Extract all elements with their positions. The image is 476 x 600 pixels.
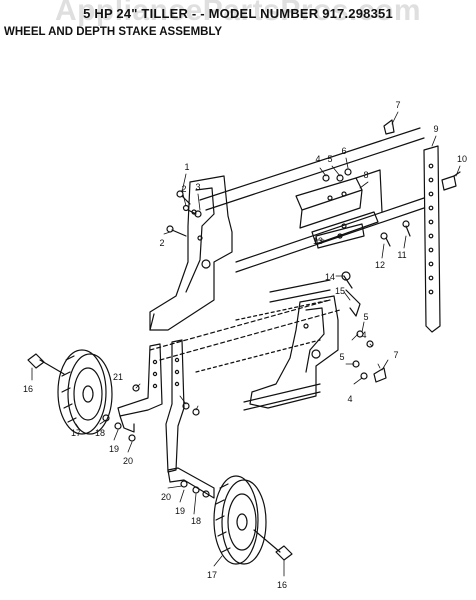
callout-16: 16: [277, 580, 287, 590]
callout-14: 14: [325, 272, 335, 282]
left-wheel-17: [57, 349, 113, 435]
callout-7: 7: [393, 350, 398, 360]
cross-bars: [149, 127, 425, 411]
axle-hardware: [27, 353, 293, 561]
bracket-13: [315, 223, 365, 249]
callout-18: 18: [95, 428, 105, 438]
callout-9: 9: [433, 124, 438, 134]
depth-stake-bracket-8: [295, 169, 383, 245]
left-frame-bracket: [149, 175, 233, 331]
callout-2: 2: [181, 184, 186, 194]
callout-5: 5: [339, 352, 344, 362]
callout-4: 4: [361, 330, 366, 340]
callout-15: 15: [335, 286, 345, 296]
right-frame-bracket: [249, 295, 339, 409]
callout-5: 5: [363, 312, 368, 322]
callout-11: 11: [397, 250, 406, 260]
callout-7: 7: [395, 100, 400, 110]
diagram-subtitle: WHEEL AND DEPTH STAKE ASSEMBLY: [4, 26, 223, 38]
leader-lines: [31, 111, 461, 577]
diagram-title: 5 HP 24" TILLER - - MODEL NUMBER 917.298…: [83, 6, 393, 21]
callout-20: 20: [161, 492, 171, 502]
callout-10: 10: [457, 154, 467, 164]
callout-21: 21: [113, 372, 123, 382]
wheel-bracket-lower: [167, 467, 215, 499]
pin-10: [441, 171, 461, 191]
callout-18: 18: [191, 516, 201, 526]
callout-17: 17: [71, 428, 81, 438]
callout-3: 3: [195, 182, 200, 192]
callout-2: 2: [159, 238, 164, 248]
depth-stake-9: [423, 145, 441, 333]
callout-4: 4: [347, 394, 352, 404]
callout-8: 8: [363, 170, 368, 180]
callout-19: 19: [109, 444, 119, 454]
callout-numbers: 1223444555677891011121314151616171718181…: [23, 100, 467, 590]
callout-17: 17: [207, 570, 217, 580]
right-wheel-17: [213, 475, 267, 565]
callout-5: 5: [327, 154, 332, 164]
callout-20: 20: [123, 456, 133, 466]
callout-12: 12: [375, 260, 385, 270]
callout-16: 16: [23, 384, 33, 394]
wheel-bracket-upper: [117, 339, 185, 473]
callout-19: 19: [175, 506, 185, 516]
callout-6: 6: [341, 146, 346, 156]
callout-1: 1: [184, 162, 189, 172]
clip-7-top: [383, 119, 395, 135]
callout-4: 4: [315, 154, 320, 164]
hardware: [132, 168, 411, 416]
callout-13: 13: [313, 236, 323, 246]
